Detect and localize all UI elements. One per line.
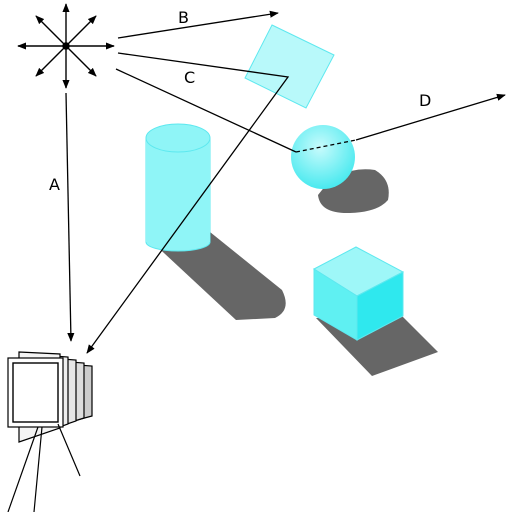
ray-d-inside-sphere bbox=[295, 139, 357, 153]
rays bbox=[65, 10, 506, 354]
ray-b bbox=[117, 10, 279, 39]
ray-c bbox=[86, 52, 290, 354]
mirror-plane bbox=[244, 24, 335, 109]
label-d: D bbox=[419, 91, 431, 110]
light-source-icon bbox=[17, 3, 115, 89]
cube bbox=[312, 246, 405, 341]
ray-d-outgoing bbox=[355, 93, 506, 141]
ray-a bbox=[65, 92, 75, 342]
camera-icon bbox=[7, 351, 93, 512]
label-c: C bbox=[184, 68, 195, 87]
label-a: A bbox=[49, 175, 60, 194]
ray-d-incoming bbox=[115, 68, 297, 153]
cylinder-shadow bbox=[150, 232, 286, 320]
label-b: B bbox=[178, 8, 189, 27]
sphere bbox=[291, 125, 355, 189]
cylinder bbox=[145, 123, 211, 252]
